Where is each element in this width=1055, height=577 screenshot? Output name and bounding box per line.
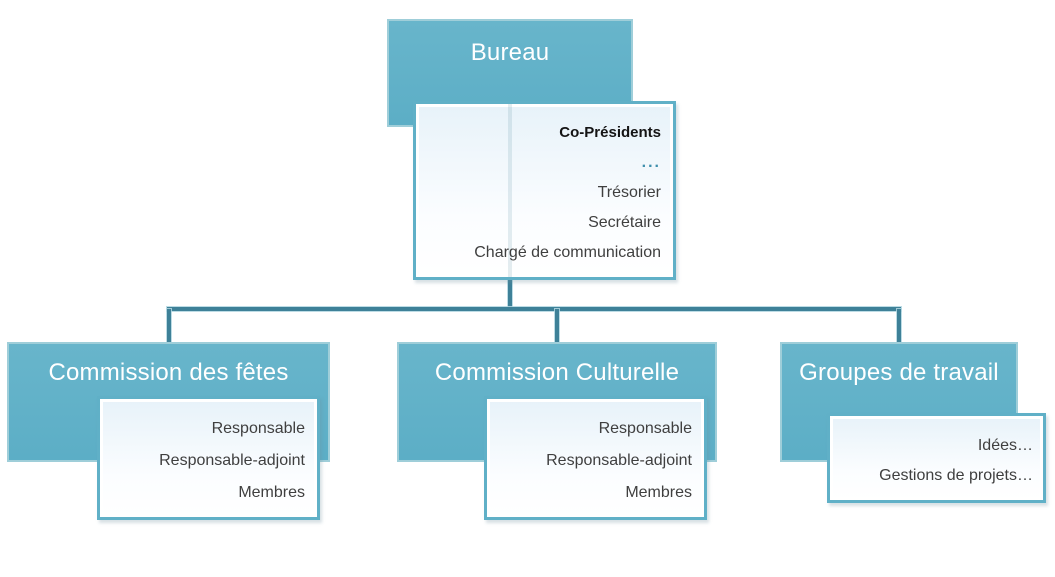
role-item: Secrétaire <box>588 214 661 231</box>
role-item-ellipsis: ... <box>641 154 661 171</box>
fetes-roles-panel: Responsable Responsable-adjoint Membres <box>97 396 320 520</box>
travail-roles-panel: Idées… Gestions de projets… <box>827 413 1046 503</box>
role-item: Gestions de projets… <box>879 467 1033 484</box>
role-item: Responsable-adjoint <box>159 452 305 469</box>
connector-bureau-drop <box>508 280 512 309</box>
role-item: Responsable <box>211 420 305 437</box>
connector-stub-travail <box>897 309 901 343</box>
role-item: Co-Présidents <box>559 124 661 141</box>
role-item: Trésorier <box>597 184 661 201</box>
travail-title: Groupes de travail <box>799 359 999 386</box>
bureau-title: Bureau <box>470 39 550 66</box>
role-item: Responsable <box>598 420 692 437</box>
connector-stub-culturelle <box>555 309 559 343</box>
connector-showthrough-line <box>508 104 512 277</box>
connector-stub-fetes <box>167 309 171 343</box>
role-item: Idées… <box>977 437 1033 454</box>
role-item: Responsable-adjoint <box>546 452 692 469</box>
culturelle-roles-panel: Responsable Responsable-adjoint Membres <box>484 396 707 520</box>
role-item: Membres <box>625 484 692 501</box>
bureau-roles-panel: Co-Présidents ... Trésorier Secrétaire C… <box>413 101 676 280</box>
connector-horizontal-rail <box>167 307 901 311</box>
culturelle-title: Commission Culturelle <box>434 359 680 386</box>
role-item: Membres <box>238 484 305 501</box>
fetes-title: Commission des fêtes <box>48 359 289 386</box>
role-item: Chargé de communication <box>474 244 661 261</box>
